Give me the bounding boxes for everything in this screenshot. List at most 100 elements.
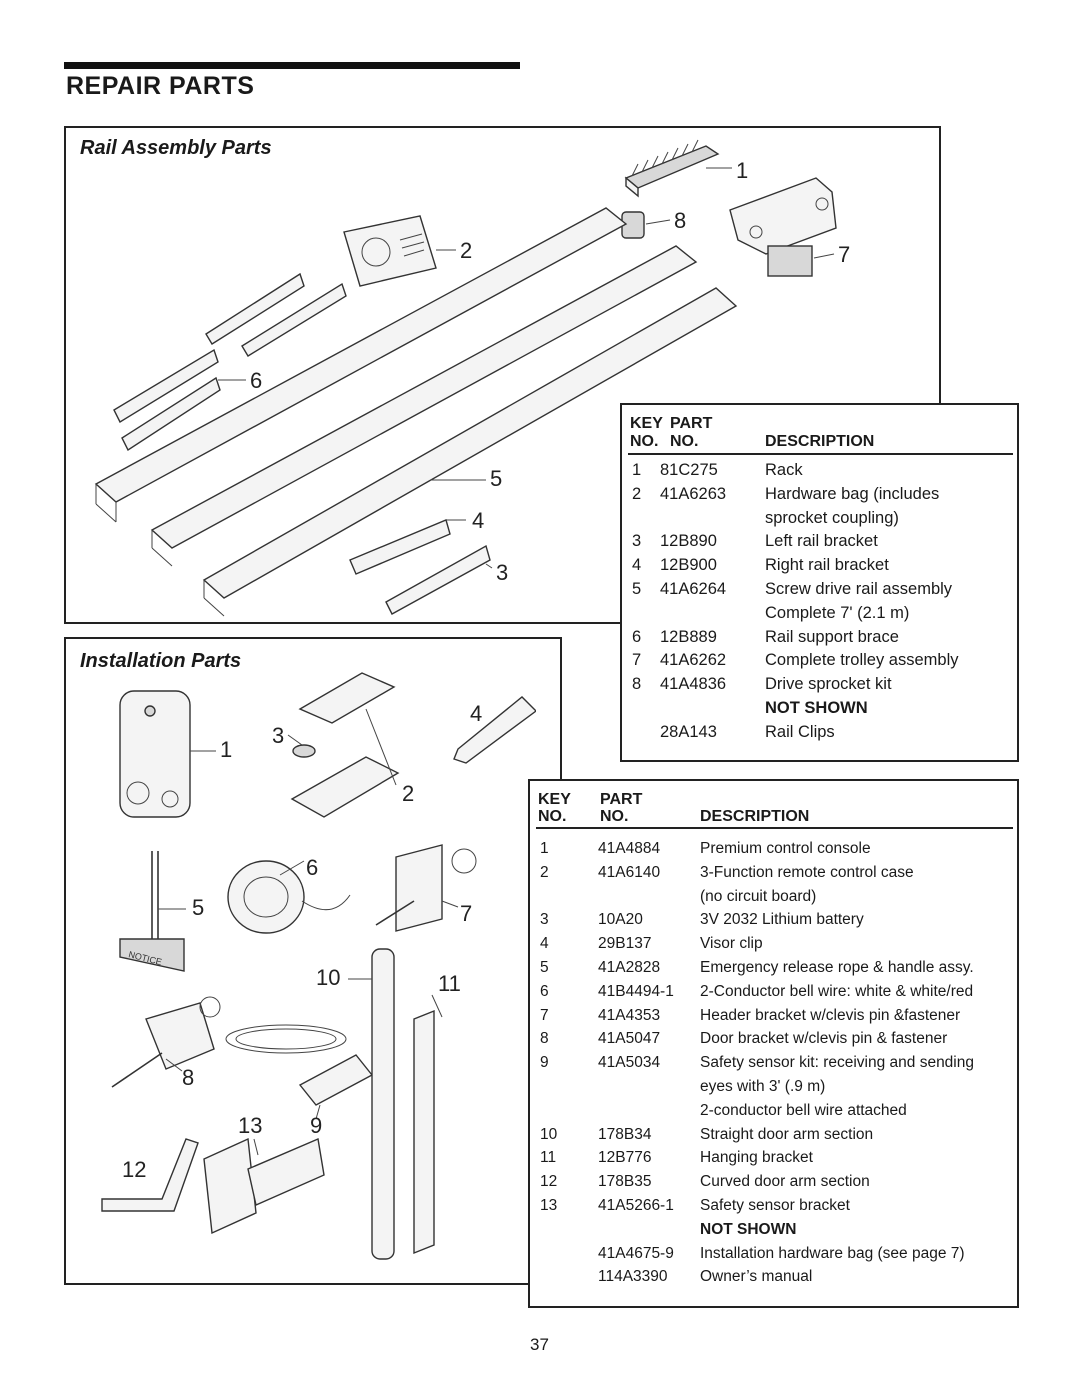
table-description-cell: Screw drive rail assembly [765, 580, 953, 598]
install-header-no-part: NO. [600, 808, 629, 825]
table-key-cell: 9 [540, 1054, 549, 1072]
table-part-cell: 28A143 [660, 722, 717, 741]
table-part-cell: 41A6264 [660, 580, 727, 598]
door-bracket-part [111, 996, 221, 1088]
table-part-cell: 41A4675-9 [598, 1244, 674, 1262]
table-description-cell: Safety sensor kit: receiving and sending [700, 1054, 974, 1072]
rail-header-description: DESCRIPTION [765, 433, 875, 450]
table-key-cell: 1 [632, 461, 642, 479]
table-part-cell: 41B4494-1 [598, 982, 674, 1000]
rail-assembly-illustration: 1 2 3 4 5 6 7 8 [94, 139, 850, 617]
rail-support-brace-part [113, 272, 347, 452]
table-part-cell: 29B137 [598, 935, 652, 953]
callout-install-6: 6 [306, 855, 318, 880]
table-description-cell: Hanging bracket [700, 1149, 813, 1167]
install-header-key: KEY [538, 791, 571, 808]
callout-install-4: 4 [470, 701, 482, 726]
table-part-cell: 41A5047 [598, 1030, 661, 1048]
table-description-cell: Left rail bracket [765, 532, 878, 551]
table-description-cell: Premium control console [700, 840, 871, 857]
table-description-cell: Rack [765, 461, 803, 479]
callout-rail-2: 2 [460, 238, 472, 263]
table-part-cell: 41A6140 [598, 863, 661, 881]
table-part-cell: 12B900 [660, 556, 717, 575]
table-description-cell: Drive sprocket kit [765, 675, 892, 694]
callout-rail-6: 6 [250, 368, 262, 393]
table-part-cell: 41A5034 [598, 1054, 661, 1072]
callout-rail-4: 4 [472, 508, 484, 533]
rail-header-no-part: NO. [670, 433, 699, 450]
callout-install-13: 13 [238, 1113, 262, 1138]
callout-install-9: 9 [310, 1113, 322, 1138]
table-part-cell: 41A2828 [598, 959, 661, 976]
table-description-cell: Straight door arm section [700, 1125, 874, 1143]
callout-install-8: 8 [182, 1065, 194, 1090]
not-shown-label: NOT SHOWN [700, 1220, 797, 1238]
table-description-cell: Complete trolley assembly [765, 651, 959, 670]
table-key-cell: 10 [540, 1125, 558, 1143]
table-key-cell: 13 [540, 1197, 558, 1214]
table-description-cell: Header bracket w/clevis pin &fastener [700, 1006, 961, 1024]
table-key-cell: 7 [632, 651, 642, 670]
install-parts-table [528, 779, 1019, 1308]
screw-drive-rail-part [94, 207, 738, 617]
table-part-cell: 41A6262 [660, 651, 727, 670]
table-description-cell: Door bracket w/clevis pin & fastener [700, 1030, 948, 1048]
table-description-cell: (no circuit board) [700, 887, 817, 905]
table-part-cell: 12B776 [598, 1149, 652, 1167]
rail-assembly-title: Rail Assembly Parts [80, 137, 272, 159]
safety-sensor-bracket-part [203, 1137, 325, 1235]
install-header-description: DESCRIPTION [700, 808, 810, 825]
table-description-cell: 3-Function remote control case [700, 863, 914, 881]
curved-door-arm-part [101, 1138, 199, 1212]
table-key-cell: 11 [540, 1149, 557, 1167]
callout-install-3: 3 [272, 723, 284, 748]
table-description-cell: Rail Clips [765, 722, 835, 741]
table-description-cell: Curved door arm section [700, 1173, 870, 1191]
remote-control-case-part [290, 672, 400, 818]
header-bracket-part [375, 844, 477, 932]
table-key-cell: 3 [632, 532, 642, 551]
callout-rail-1: 1 [736, 158, 748, 183]
rail-header-key: KEY [630, 415, 663, 432]
table-part-cell: 41A5266-1 [598, 1197, 674, 1214]
callout-install-12: 12 [122, 1157, 146, 1182]
table-description-cell: Hardware bag (includes [765, 484, 940, 503]
page-number: 37 [530, 1335, 549, 1354]
table-description-cell: Visor clip [700, 935, 763, 953]
callout-rail-5: 5 [490, 466, 502, 491]
rail-header-no-key: NO. [630, 433, 659, 450]
table-part-cell: 41A4353 [598, 1006, 661, 1024]
battery-part [287, 734, 316, 758]
table-key-cell: 3 [540, 911, 549, 929]
table-key-cell: 1 [540, 840, 549, 857]
straight-door-arm-part [348, 948, 395, 1260]
table-part-cell: 81C275 [660, 461, 718, 479]
table-key-cell: 4 [632, 556, 642, 575]
install-header-no-key: NO. [538, 808, 567, 825]
callout-install-2: 2 [402, 781, 414, 806]
install-header-rule [536, 827, 1013, 829]
table-description-cell: Safety sensor bracket [700, 1197, 850, 1214]
table-description-cell: 2-Conductor bell wire: white & white/red [700, 982, 974, 1000]
callout-install-5: 5 [192, 895, 204, 920]
table-key-cell: 4 [540, 935, 549, 953]
callout-install-1: 1 [220, 737, 232, 762]
table-key-cell: 5 [540, 959, 549, 976]
table-description-cell: Installation hardware bag (see page 7) [700, 1244, 965, 1262]
table-key-cell: 8 [632, 675, 642, 694]
page-title: REPAIR PARTS [66, 72, 255, 100]
callout-install-10: 10 [316, 965, 340, 990]
table-key-cell: 6 [632, 627, 642, 646]
table-part-cell: 178B35 [598, 1173, 652, 1191]
table-key-cell: 8 [540, 1030, 549, 1048]
rack-part [624, 139, 732, 198]
table-description-cell: Right rail bracket [765, 556, 889, 575]
table-part-cell: 114A3390 [598, 1268, 668, 1286]
hanging-bracket-part [413, 994, 443, 1255]
table-description-cell: 2-conductor bell wire attached [700, 1101, 907, 1119]
table-description-cell: 3V 2032 Lithium battery [700, 911, 864, 929]
drive-sprocket-part [621, 211, 671, 239]
table-description-cell: sprocket coupling) [765, 508, 899, 527]
